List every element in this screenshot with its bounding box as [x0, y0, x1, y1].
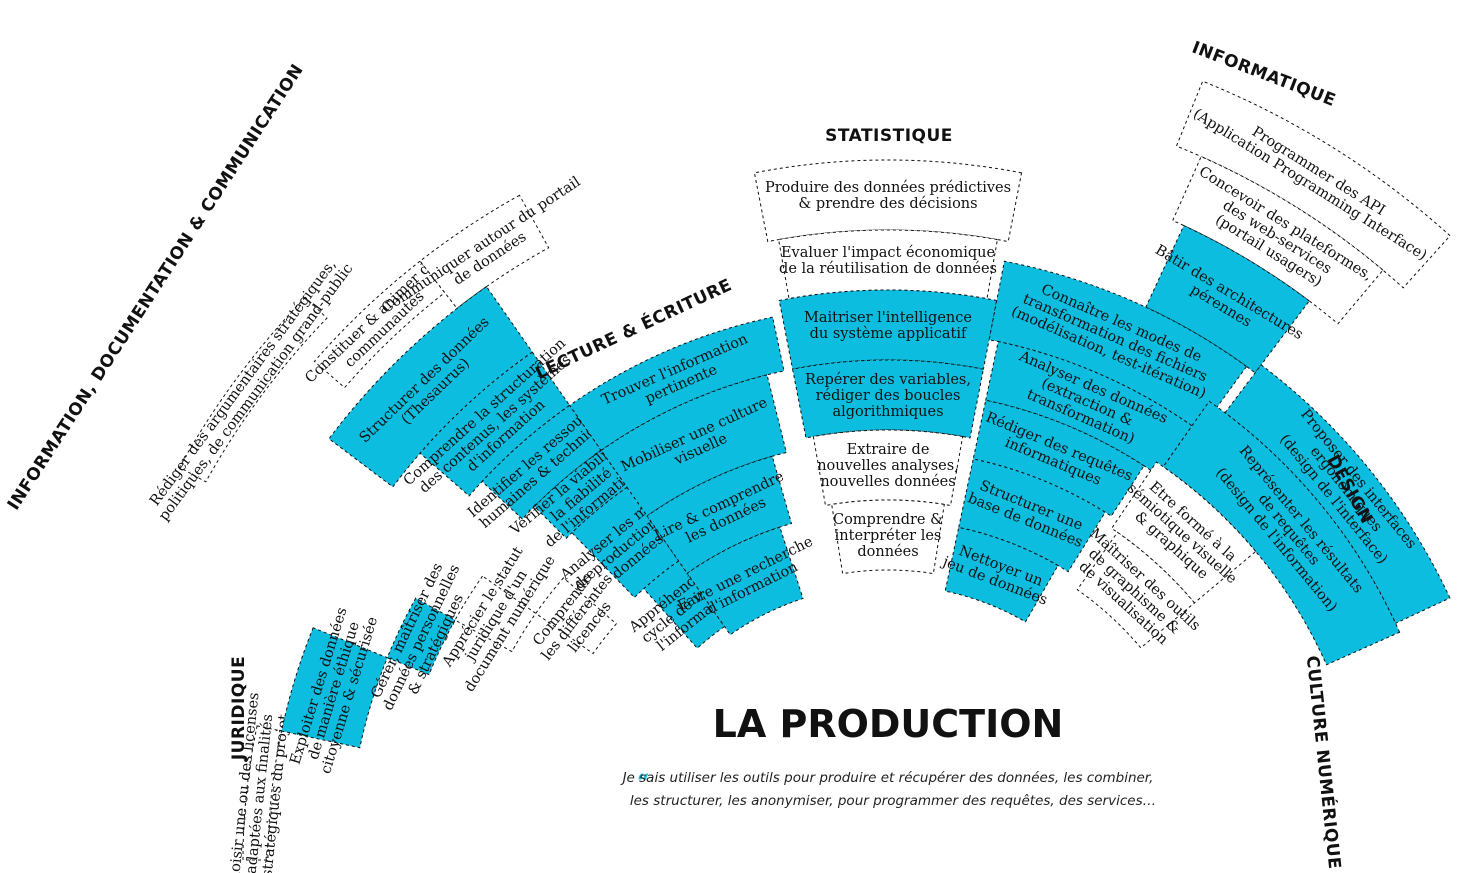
skill-cell-shape: [242, 725, 283, 861]
skill-cell-shape: [313, 260, 446, 389]
sector-title-juridique: JURIDIQUE: [229, 656, 249, 761]
skill-cell-shape: [812, 429, 964, 507]
skill-cell-info-doc-com: Structurer des données(Thesaurus): [328, 285, 534, 488]
skill-cell-shape: [454, 575, 537, 653]
skill-cell-info-doc-com: Rédiger des argumentaires stratégiques,p…: [143, 251, 356, 524]
skill-cell-shape: [1145, 224, 1310, 374]
quote-line-1: Je sais utiliser les outils pour produir…: [620, 770, 1154, 786]
quote-line-2: les structurer, les anonymiser, pour pro…: [630, 793, 1156, 809]
skill-cell-shape: [972, 399, 1145, 517]
skill-cell-shape: [686, 526, 804, 636]
skill-cell-shape: [1162, 400, 1401, 666]
sector-title-statistique: STATISTIQUE: [825, 126, 953, 146]
skill-cell-shape: [535, 577, 618, 655]
skill-cell-shape: [178, 296, 328, 483]
page-title: LA PRODUCTION: [713, 702, 1064, 746]
skill-cell-shape: [533, 449, 628, 539]
quote-mark-icon: “: [637, 770, 650, 796]
skill-label: Produire des données prédictives& prendr…: [765, 180, 1011, 212]
sector-title-culture: CULTURE NUMÉRIQUE: [1302, 654, 1346, 870]
skill-label: Rédiger des argumentaires stratégiques,p…: [143, 251, 356, 524]
skill-cell-shape: [831, 499, 945, 575]
skill-cell-statistique: Produire des données prédictives& prendr…: [753, 159, 1023, 243]
skill-cell-shape: [419, 194, 550, 310]
skill-cell-shape: [419, 351, 571, 497]
skill-cell-shape: [1175, 80, 1451, 289]
skill-cell-shape: [958, 458, 1106, 573]
skill-cell-informatique: Rédiger des requêtesinformatiques: [972, 399, 1145, 517]
skill-cell-shape: [600, 374, 787, 517]
skill-cell-shape: [1076, 531, 1196, 649]
skill-cell-statistique: Repérer des variables,rédiger des boucle…: [792, 359, 984, 439]
skill-cell-shape: [1224, 364, 1451, 624]
skill-label: Repérer des variables,rédiger des boucle…: [805, 372, 971, 420]
skill-cell-shape: [643, 560, 726, 649]
sector-title-info-doc-com: INFORMATION, DOCUMENTATION & COMMUNICATI…: [4, 61, 308, 514]
skill-cell-shape: [778, 289, 998, 370]
skill-cell-shape: [778, 229, 998, 300]
skill-cell-shape: [646, 455, 793, 574]
skill-cell-shape: [944, 526, 1059, 623]
skill-cell-shape: [985, 340, 1193, 476]
skill-cell-shape: [280, 627, 388, 749]
skill-cell-juridique: Comprendreles différenteslicences: [530, 566, 618, 664]
skill-cell-shape: [386, 597, 456, 676]
skill-cell-shape: [328, 285, 534, 488]
quote-block: “ Je sais utiliser les outils pour produ…: [620, 770, 1157, 809]
skill-cell-lecture: Faire une recherched'information: [675, 526, 816, 636]
skill-cells: Choisir une ou des licensesadaptées aux …: [143, 80, 1451, 873]
